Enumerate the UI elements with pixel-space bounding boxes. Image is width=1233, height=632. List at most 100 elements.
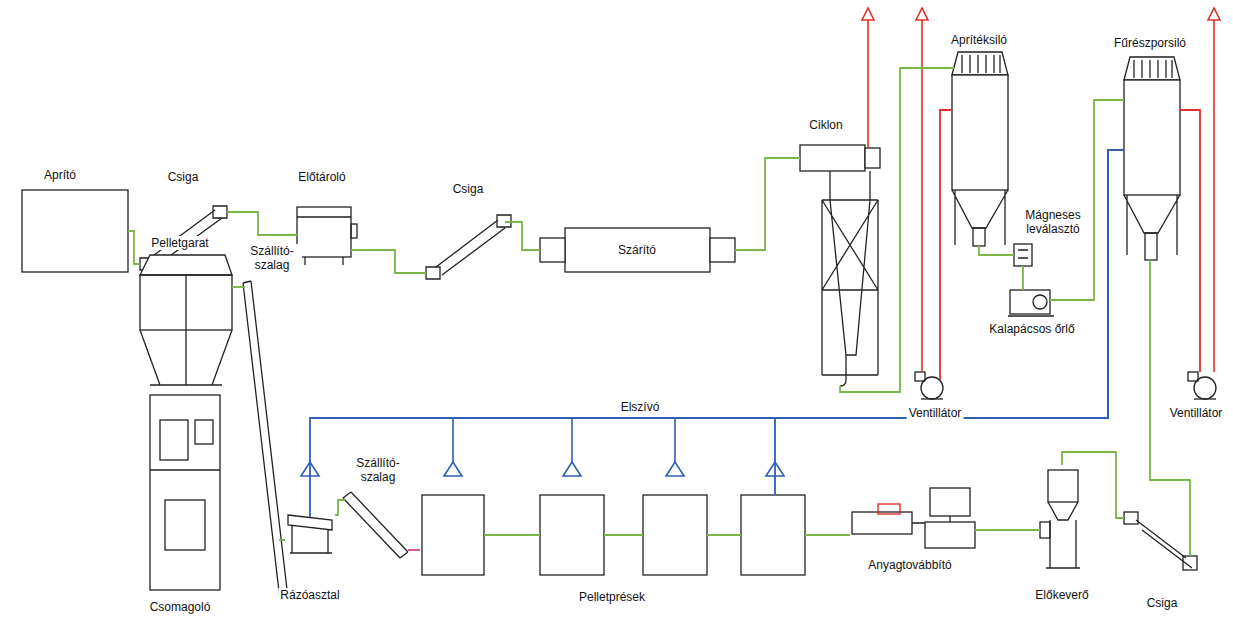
equipment-label: Szállító- szalag xyxy=(242,244,302,272)
extraction-hood xyxy=(453,418,675,462)
equipment-drawing xyxy=(1136,520,1192,568)
equipment-drawing xyxy=(1010,290,1050,314)
equipment-node: PelletgaratCsomagoló xyxy=(135,250,235,595)
exhaust-arrow xyxy=(862,8,874,20)
equipment-node: Előkeverő xyxy=(1040,465,1085,570)
equipment-node: Pelletprések xyxy=(420,495,805,575)
equipment-drawing xyxy=(1046,502,1080,568)
equipment-drawing xyxy=(1124,195,1180,255)
flow-line xyxy=(1022,266,1024,290)
exhaust-arrow xyxy=(1208,8,1220,20)
equipment-drawing xyxy=(150,469,220,470)
press-link-line xyxy=(484,534,741,536)
equipment-label: Fűrészporsiló xyxy=(1112,36,1188,50)
equipment-label: Aprítéksiló xyxy=(949,33,1009,47)
equipment-label: Csiga xyxy=(451,182,486,196)
flow-line xyxy=(335,500,345,515)
flow-line xyxy=(408,549,420,551)
flow-line xyxy=(979,246,1014,255)
equipment-node: Csiga xyxy=(430,215,508,280)
equipment-drawing xyxy=(741,495,805,575)
flow-line xyxy=(1050,100,1124,300)
equipment-drawing xyxy=(930,488,970,516)
equipment-drawing xyxy=(140,275,232,385)
equipment-drawing xyxy=(565,228,710,272)
equipment-label: Mágneses leválasztó xyxy=(1019,208,1087,236)
equipment-label: Aprító xyxy=(42,168,78,182)
equipment-drawing xyxy=(288,515,332,553)
equipment-drawing xyxy=(865,148,880,168)
equipment-label: Csomagoló xyxy=(148,600,213,614)
equipment-drawing xyxy=(195,420,213,444)
equipment-label: Előtároló xyxy=(296,170,347,184)
flow-line xyxy=(840,68,954,392)
equipment-label: Csiga xyxy=(166,170,201,184)
equipment-drawing xyxy=(1048,470,1078,502)
flow-line xyxy=(128,231,140,264)
equipment-drawing xyxy=(1188,372,1198,381)
equipment-node: Kalapácsos őrlő xyxy=(1008,284,1053,316)
flow-line xyxy=(227,212,297,235)
equipment-drawing xyxy=(643,495,707,575)
flow-line xyxy=(775,150,1124,495)
equipment-drawing xyxy=(1194,377,1216,399)
equipment-drawing xyxy=(1033,295,1047,309)
equipment-drawing xyxy=(22,52,1216,600)
flow-line xyxy=(1062,452,1124,518)
equipment-node: Ventillátor xyxy=(1188,372,1222,400)
equipment-node: Anyagtovábbító xyxy=(850,485,975,550)
equipment-label: Pelletprések xyxy=(577,590,647,604)
equipment-drawing xyxy=(822,171,878,386)
equipment-node: Aprítéksiló xyxy=(948,50,1010,248)
equipment-drawing xyxy=(297,207,351,257)
equipment-drawing xyxy=(973,228,985,246)
equipment-drawing xyxy=(150,395,220,590)
equipment-label: Csiga xyxy=(1145,596,1180,610)
flow-line xyxy=(505,222,540,250)
exhaust-arrow xyxy=(862,8,1220,372)
equipment-label: Szárító xyxy=(616,243,658,257)
equipment-drawing xyxy=(921,398,943,399)
equipment-drawing xyxy=(1018,250,1028,258)
equipment-drawing xyxy=(1124,57,1180,80)
equipment-drawing xyxy=(915,372,925,381)
equipment-label: Ciklon xyxy=(807,118,844,132)
flow-line xyxy=(1180,110,1200,372)
equipment-drawing xyxy=(351,224,357,238)
equipment-label: Ventillátor xyxy=(1168,406,1225,420)
equipment-drawing xyxy=(22,190,128,272)
extraction-hood xyxy=(563,462,581,476)
equipment-drawing xyxy=(1145,233,1157,260)
equipment-node: Ciklon xyxy=(795,135,885,385)
edge-label: Elszívó xyxy=(619,400,662,414)
equipment-label: Pelletgarat xyxy=(149,236,210,250)
equipment-drawing xyxy=(1040,522,1050,538)
equipment-drawing xyxy=(878,504,900,514)
equipment-drawing xyxy=(1124,512,1138,524)
equipment-drawing xyxy=(921,377,943,399)
extraction-hood xyxy=(666,462,684,476)
equipment-node: Szárító xyxy=(540,225,735,275)
equipment-drawing xyxy=(540,495,604,575)
flow-line xyxy=(805,534,850,536)
equipment-node: Szállító- szalag xyxy=(240,280,290,602)
equipment-node: Előtároló xyxy=(295,205,355,265)
equipment-label: Rázóasztal xyxy=(278,588,341,602)
flow-line xyxy=(279,539,285,541)
equipment-drawing xyxy=(165,500,205,550)
flow-line xyxy=(232,286,245,288)
flow-line xyxy=(310,150,1124,517)
equipment-drawing xyxy=(952,52,1008,75)
equipment-label: Ventillátor xyxy=(907,406,964,420)
equipment-label: Kalapácsos őrlő xyxy=(987,322,1076,336)
equipment-drawing xyxy=(343,492,408,558)
equipment-drawing xyxy=(297,217,351,265)
flow-line xyxy=(940,110,952,380)
equipment-node: Fűrészporsiló xyxy=(1120,55,1180,260)
equipment-node: Aprító xyxy=(22,190,128,272)
equipment-drawing xyxy=(1124,80,1180,195)
flow-line xyxy=(975,529,1040,531)
equipment-drawing xyxy=(925,522,975,548)
